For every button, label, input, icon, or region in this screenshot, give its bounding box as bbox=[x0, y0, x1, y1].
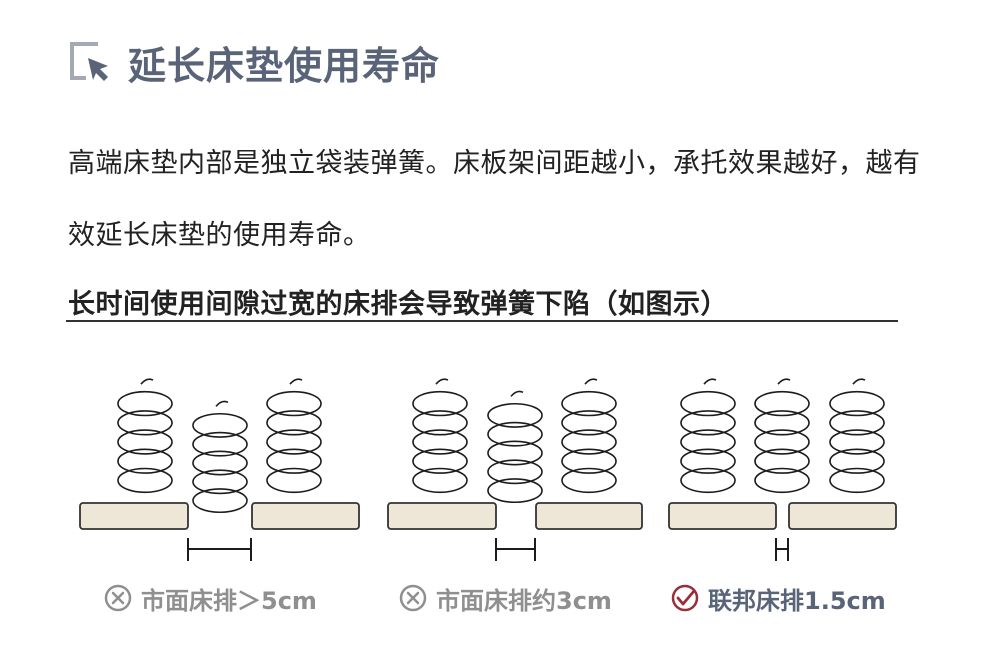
subtitle-underline bbox=[66, 320, 898, 322]
spring bbox=[754, 378, 810, 494]
bed-slat bbox=[535, 502, 643, 530]
caption-narrow-gap: 联邦床排1.5cm bbox=[670, 578, 886, 618]
gap-measure bbox=[495, 538, 536, 561]
cross-circle-icon bbox=[104, 584, 132, 612]
bed-slat bbox=[788, 502, 897, 530]
spring-diagram bbox=[79, 378, 897, 561]
spring bbox=[561, 378, 617, 494]
check-circle-icon bbox=[671, 584, 699, 612]
spring bbox=[412, 378, 468, 494]
gap-measure bbox=[187, 538, 252, 561]
panel-wide-gap bbox=[79, 378, 360, 561]
diagram-subtitle: 长时间使用间隙过宽的床排会导致弹簧下陷（如图示） bbox=[68, 289, 728, 320]
caption-text: 联邦床排1.5cm bbox=[708, 586, 886, 615]
page-title: 延长床垫使用寿命 bbox=[128, 43, 441, 88]
panel-captions: 市面床排＞5cm 市面床排约3cm 联邦床排1.5cm bbox=[0, 578, 990, 618]
body-paragraph: 高端床垫内部是独立袋装弹簧。床板架间距越小，承托效果越好，越有效延长床垫的使用寿… bbox=[68, 148, 921, 251]
spring bbox=[680, 378, 736, 494]
gap-measure bbox=[775, 538, 789, 561]
caption-medium-gap: 市面床排约3cm bbox=[398, 578, 612, 618]
caption-wide-gap: 市面床排＞5cm bbox=[103, 578, 317, 618]
spring bbox=[192, 400, 248, 514]
spring bbox=[487, 390, 543, 504]
cursor-box-icon bbox=[70, 42, 108, 81]
bed-slat bbox=[251, 502, 360, 530]
panel-narrow-gap bbox=[668, 378, 897, 561]
spring bbox=[117, 378, 173, 494]
bed-slat bbox=[387, 502, 497, 530]
cross-circle-icon bbox=[399, 584, 427, 612]
panel-medium-gap bbox=[387, 378, 643, 561]
caption-text: 市面床排约3cm bbox=[436, 586, 612, 615]
spring bbox=[829, 378, 885, 494]
caption-text: 市面床排＞5cm bbox=[141, 586, 317, 615]
spring bbox=[266, 378, 322, 494]
section-header: 延长床垫使用寿命 bbox=[68, 36, 440, 88]
bed-slat bbox=[79, 502, 189, 530]
bed-slat bbox=[668, 502, 777, 530]
